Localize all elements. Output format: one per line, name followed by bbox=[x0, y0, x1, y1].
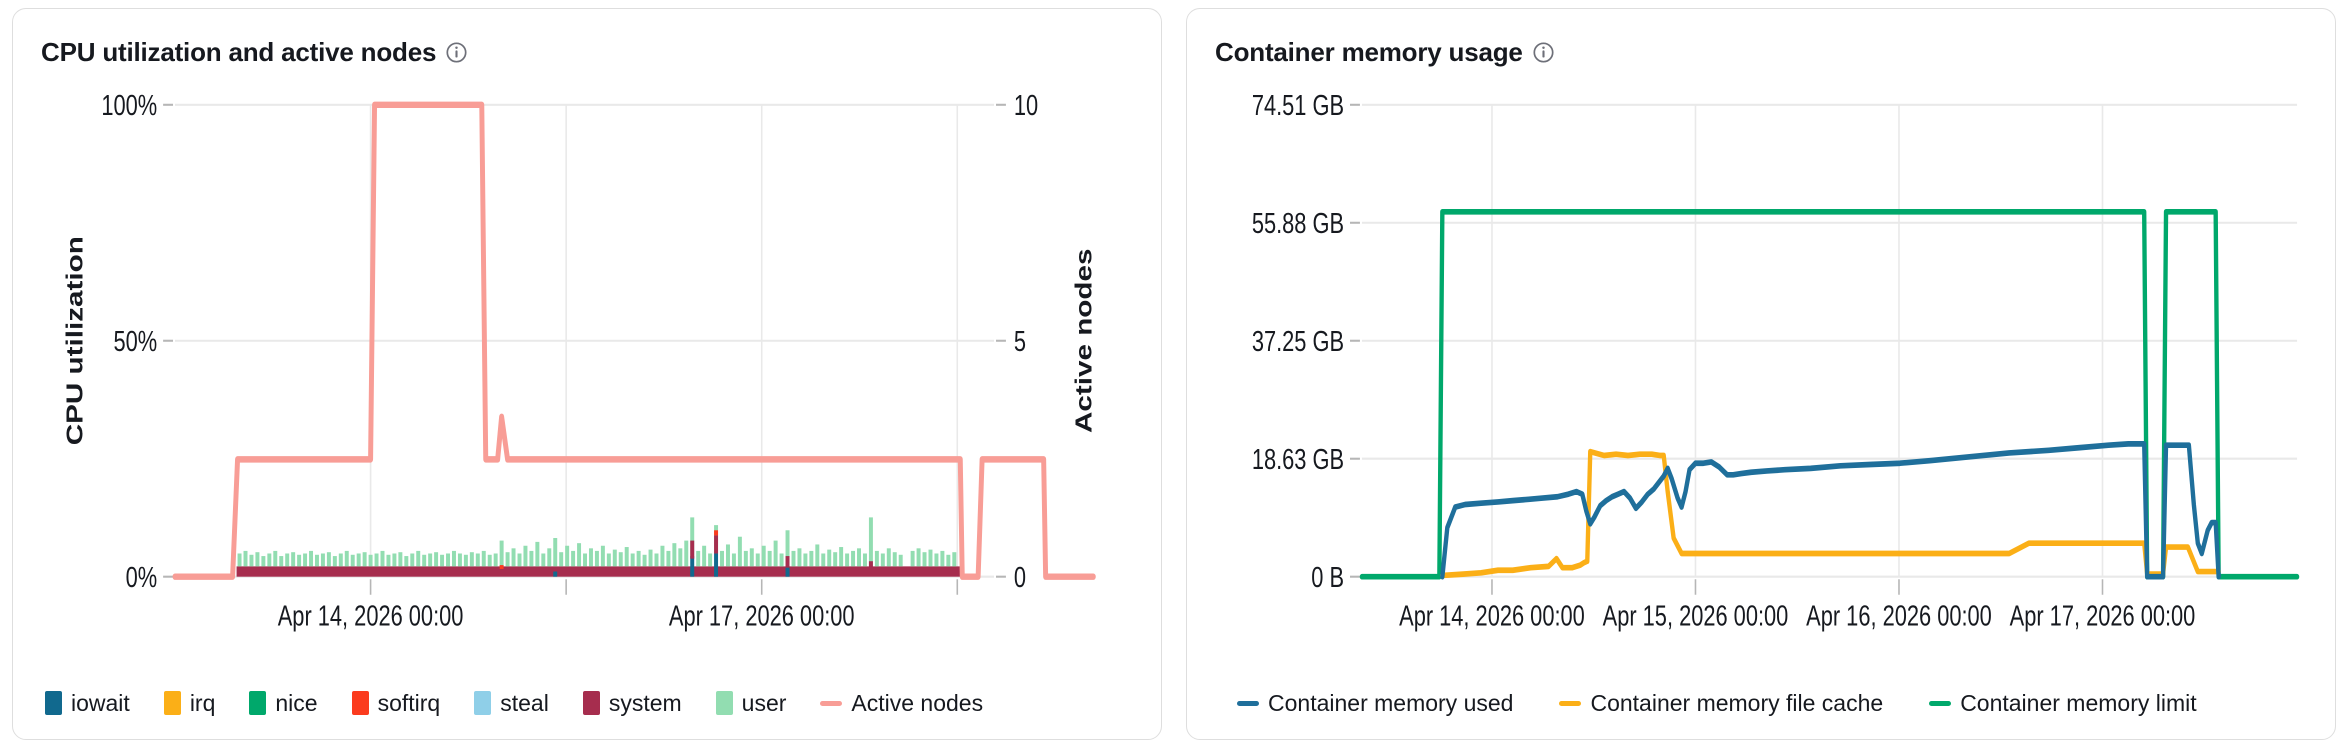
legend-item-container-memory-limit[interactable]: Container memory limit bbox=[1929, 689, 2197, 716]
legend-swatch-active-nodes bbox=[820, 700, 843, 706]
memory-file-cache-line bbox=[1440, 448, 2221, 579]
memory-limit-line bbox=[1359, 208, 2300, 580]
legend-swatch-memory-used bbox=[1237, 700, 1259, 706]
legend-label: Active nodes bbox=[851, 689, 984, 716]
legend-swatch-user bbox=[715, 691, 733, 715]
memory-plot-area: 74.51 GB 55.88 GB 37.25 GB 18.63 GB 0 B … bbox=[1215, 79, 2307, 685]
memory-chart-svg: 74.51 GB 55.88 GB 37.25 GB 18.63 GB 0 B … bbox=[1252, 90, 2300, 632]
x-tick-label: Apr 17, 2026 00:00 bbox=[669, 601, 855, 632]
cpu-chart-svg: 100% 50% 0% 10 5 0 CPU utilization Activ… bbox=[62, 90, 1097, 632]
y2-tick-label: 5 bbox=[1014, 326, 1026, 357]
legend-swatch-steal bbox=[474, 691, 492, 715]
legend-swatch-softirq bbox=[351, 691, 369, 715]
legend-label: iowait bbox=[71, 689, 130, 716]
y2-axis-title: Active nodes bbox=[1071, 248, 1097, 433]
y-tick-label: 0% bbox=[126, 562, 158, 593]
y-tick-label: 50% bbox=[113, 326, 157, 357]
cpu-chart-legend: iowait irq nice softirq steal system bbox=[45, 685, 1133, 721]
gridlines bbox=[175, 103, 995, 578]
page-title: CPU utilization and active nodes bbox=[41, 36, 437, 67]
legend-label: user bbox=[741, 689, 787, 716]
x-tick-label: Apr 16, 2026 00:00 bbox=[1806, 601, 1992, 632]
legend-item-system[interactable]: system bbox=[582, 689, 682, 716]
legend-item-container-memory-used[interactable]: Container memory used bbox=[1237, 689, 1514, 716]
legend-label: system bbox=[608, 689, 682, 716]
y-tick-label: 100% bbox=[101, 90, 157, 121]
info-icon[interactable] bbox=[1533, 41, 1554, 63]
legend-item-steal[interactable]: steal bbox=[474, 691, 549, 715]
legend-label: Container memory file cache bbox=[1590, 689, 1884, 716]
x-tick-label: Apr 15, 2026 00:00 bbox=[1603, 601, 1789, 632]
legend-item-user[interactable]: user bbox=[715, 689, 787, 716]
y-tick-label: 0 B bbox=[1311, 562, 1344, 593]
legend-item-active-nodes[interactable]: Active nodes bbox=[820, 689, 984, 716]
y-tick-label: 18.63 GB bbox=[1252, 444, 1344, 475]
legend-item-container-memory-file-cache[interactable]: Container memory file cache bbox=[1559, 689, 1884, 716]
x-tick-label: Apr 14, 2026 00:00 bbox=[278, 601, 464, 632]
container-memory-card: Container memory usage bbox=[1186, 8, 2336, 740]
y-tick-label: 37.25 GB bbox=[1252, 326, 1344, 357]
axis-ticks bbox=[1350, 103, 2104, 595]
legend-label: softirq bbox=[377, 689, 441, 716]
legend-swatch-memory-file-cache bbox=[1559, 700, 1582, 706]
y-tick-label: 55.88 GB bbox=[1252, 208, 1344, 239]
legend-swatch-iowait bbox=[45, 691, 62, 715]
legend-swatch-system bbox=[582, 691, 600, 715]
cpu-card-header: CPU utilization and active nodes bbox=[41, 35, 1133, 69]
info-icon[interactable] bbox=[446, 41, 467, 63]
gridlines bbox=[1361, 103, 2298, 578]
active-nodes-line bbox=[172, 101, 1096, 580]
x-tick-label: Apr 17, 2026 00:00 bbox=[2010, 601, 2196, 632]
memory-used-line bbox=[1440, 441, 2221, 580]
legend-label: steal bbox=[500, 689, 549, 716]
legend-label: Container memory used bbox=[1268, 689, 1514, 716]
legend-label: Container memory limit bbox=[1960, 689, 2197, 716]
legend-item-nice[interactable]: nice bbox=[249, 689, 318, 716]
memory-card-header: Container memory usage bbox=[1215, 35, 2307, 69]
memory-chart-legend: Container memory used Container memory f… bbox=[1237, 685, 2307, 721]
legend-item-irq[interactable]: irq bbox=[163, 689, 216, 716]
cpu-utilization-card: CPU utilization and active nodes bbox=[12, 8, 1162, 740]
legend-swatch-irq bbox=[163, 691, 181, 715]
legend-swatch-memory-limit bbox=[1929, 700, 1952, 706]
x-tick-label: Apr 14, 2026 00:00 bbox=[1399, 601, 1585, 632]
y2-tick-label: 0 bbox=[1014, 562, 1026, 593]
y-axis-title: CPU utilization bbox=[62, 236, 88, 445]
legend-label: nice bbox=[275, 689, 318, 716]
axis-ticks bbox=[163, 103, 1006, 595]
y-tick-label: 74.51 GB bbox=[1252, 90, 1344, 121]
legend-item-softirq[interactable]: softirq bbox=[351, 689, 441, 716]
y2-tick-label: 10 bbox=[1014, 90, 1038, 121]
legend-item-iowait[interactable]: iowait bbox=[45, 691, 130, 715]
cpu-stacked-bars bbox=[236, 517, 962, 577]
legend-swatch-nice bbox=[249, 691, 267, 715]
page-title: Container memory usage bbox=[1215, 36, 1523, 67]
legend-label: irq bbox=[189, 689, 216, 716]
cpu-plot-area: 100% 50% 0% 10 5 0 CPU utilization Activ… bbox=[41, 79, 1133, 685]
